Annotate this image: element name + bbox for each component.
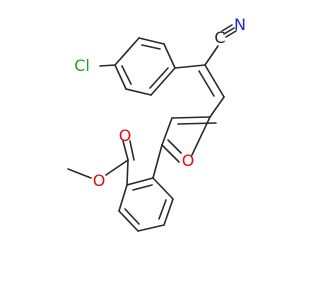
furan-aryl-bond xyxy=(152,144,163,179)
furan-oxygen-label: O xyxy=(182,151,195,170)
acrylonitrile-unit xyxy=(174,24,237,118)
chlorophenyl-ring xyxy=(114,37,176,96)
ester-ether-oxygen-label: O xyxy=(93,171,106,190)
chlorine-bond xyxy=(99,64,116,67)
chlorine-label: Cl xyxy=(74,56,90,75)
furan-ring xyxy=(161,116,217,163)
nitrile-carbon-label: C xyxy=(214,28,225,47)
benzoate-ring xyxy=(118,177,174,232)
molecule-diagram: Cl C N O O O xyxy=(67,15,246,232)
structure-svg: Cl C N O O O xyxy=(67,15,246,232)
nitrile-nitrogen-label: N xyxy=(234,15,246,34)
ester-carbonyl-oxygen-label: O xyxy=(119,126,132,145)
methyl-ester-group xyxy=(67,140,135,186)
